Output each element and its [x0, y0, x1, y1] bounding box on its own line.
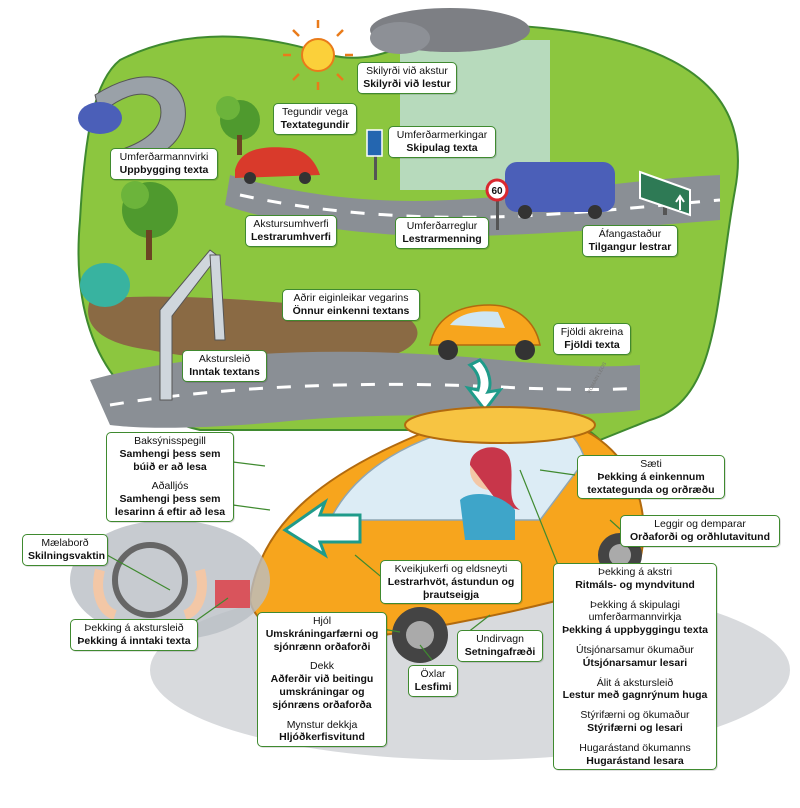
label-reading-term: Tilgangur lestrar: [588, 240, 672, 253]
label-road-term: Kveikjukerfi og eldsneyti: [394, 563, 508, 575]
speed-sign-icon: 60: [485, 178, 509, 230]
label-road-term: Hugarástand ökumanns: [579, 741, 691, 754]
label-road-term: Áfangastaður: [598, 228, 662, 240]
driver-icon: [460, 447, 520, 540]
orange-car-icon: [429, 304, 541, 360]
speed-sign-value: 60: [491, 186, 503, 197]
label-road-term: Mælaborð: [41, 537, 89, 549]
label-road-term: Dekk: [310, 660, 334, 673]
label-umfreglur: Umferðarreglur Lestrarmenning: [395, 217, 489, 249]
label-reading-term: Lestrarhvöt, ástundun og þrautseigja: [387, 575, 515, 601]
label-reading-term: Útsjónarsamur lesari: [582, 656, 688, 669]
label-reading-term: Lestur með gagnrýnum huga: [562, 689, 708, 702]
sun-icon: [283, 20, 353, 90]
label-road-term: Tegundir vega: [282, 106, 348, 118]
label-road-term: Akstursumhverfi: [253, 218, 329, 230]
label-reading-term: Þekking á inntaki texta: [77, 634, 191, 647]
label-akstursleid: Akstursleið Inntak textans: [182, 350, 267, 382]
label-mannvirki: Umferðarmannvirki Uppbygging texta: [110, 148, 218, 180]
label-reading-term: Önnur einkenni textans: [292, 304, 410, 317]
label-road-term: Sæti: [640, 458, 662, 470]
label-akstri: Þekking á akstri Ritmáls- og myndvitund …: [553, 563, 717, 771]
label-road-term: Leggir og demparar: [654, 518, 746, 530]
label-leggir: Leggir og demparar Orðaforði og orðhluta…: [620, 515, 780, 547]
label-reading-term: Hugarástand lesara: [586, 754, 684, 767]
label-reading-term: Þekking á einkennum textategunda og orðr…: [587, 470, 715, 496]
label-kveikjukerfi: Kveikjukerfi og eldsneyti Lestrarhvöt, á…: [380, 560, 522, 605]
label-afangastadur: Áfangastaður Tilgangur lestrar: [582, 225, 678, 257]
tree-icon: [216, 96, 260, 155]
label-reading-term: Hljóðkerfisvitund: [279, 731, 365, 744]
down-arrow-icon: [464, 358, 504, 413]
label-road-term: Hjól: [312, 615, 332, 627]
label-reading-term: Umskráningarfærni og sjónrænn orðaforði: [265, 627, 379, 653]
label-road-term: Akstursleið: [198, 353, 251, 365]
label-reading-term: Orðaforði og orðhlutavitund: [630, 530, 770, 543]
label-reading-term: Stýrifærni og lesari: [587, 721, 683, 734]
label-hjol: Hjól Umskráningarfærni og sjónrænn orðaf…: [257, 612, 387, 748]
label-maelabord: Mælaborð Skilningsvaktin: [22, 534, 108, 566]
label-road-term: Umferðarmannvirki: [119, 151, 209, 163]
label-reading-term: Þekking á uppbyggingu texta: [562, 624, 708, 637]
label-reading-term: Aðferðir við beitingu umskráningar og sj…: [270, 673, 374, 711]
label-reading-term: Uppbygging texta: [119, 163, 209, 176]
label-reading-term: Skilningsvaktin: [28, 549, 106, 562]
label-reading-term: Textategundir: [280, 118, 350, 131]
label-undirvagn: Undirvagn Setningafræði: [457, 630, 543, 662]
label-speglar: Baksýnisspegill Samhengi þess sem búið e…: [106, 432, 234, 522]
label-saeti: Sæti Þekking á einkennum textategunda og…: [577, 455, 725, 500]
label-road-term: Þekking á akstursleið: [84, 622, 184, 634]
label-reading-term: Setningafræði: [464, 645, 536, 658]
label-road-term: Útsjónarsamur ökumaður: [576, 643, 694, 656]
label-thekking-leid: Þekking á akstursleið Þekking á inntaki …: [70, 619, 198, 651]
destination-sign-icon: [639, 170, 691, 217]
label-road-term: Þekking á akstri: [597, 566, 673, 578]
label-reading-term: Samhengi þess sem lesarinn á eftir að le…: [114, 493, 226, 518]
left-arrow-icon: [282, 497, 362, 559]
label-reading-term: Skipulag texta: [406, 141, 478, 154]
label-oxlar: Öxlar Lesfimi: [408, 665, 458, 697]
label-road-term: Álit á akstursleið: [596, 676, 674, 689]
label-reading-term: Ritmáls- og myndvitund: [575, 578, 695, 591]
label-umfmerki: Umferðarmerkingar Skipulag texta: [388, 126, 496, 158]
label-reading-term: Samhengi þess sem búið er að lesa: [119, 447, 221, 473]
blue-car-icon: [78, 102, 122, 134]
label-road-term: Fjöldi akreina: [560, 326, 624, 338]
label-reading-term: Lestrarumhverfi: [251, 230, 331, 243]
label-reading-term: Skilyrði við lestur: [363, 77, 451, 90]
label-eiginleikar: Aðrir eiginleikar vegarins Önnur einkenn…: [282, 289, 420, 321]
road-sign-icon: [366, 129, 383, 180]
label-reading-term: Lestrarmenning: [402, 232, 482, 245]
label-road-term: Umferðarreglur: [406, 220, 478, 232]
label-road-term: Aðalljós: [151, 480, 189, 493]
blue-van-icon: [505, 162, 615, 219]
red-car-icon: [235, 147, 320, 184]
label-reading-term: Lesfimi: [414, 680, 452, 693]
label-road-term: Baksýnisspegill: [134, 435, 206, 447]
label-road-term: Umferðarmerkingar: [396, 129, 488, 141]
label-skilyrdi: Skilyrði við akstur Skilyrði við lestur: [357, 62, 457, 94]
label-road-term: Aðrir eiginleikar vegarins: [293, 292, 409, 304]
label-akstursumhverfi: Akstursumhverfi Lestrarumhverfi: [245, 215, 337, 247]
label-road-term: Stýrifærni og ökumaður: [580, 709, 690, 722]
label-road-term: Þekking á skipulagi umferðarmannvirkja: [588, 598, 682, 624]
label-reading-term: Fjöldi texta: [564, 338, 620, 351]
label-tegundir: Tegundir vega Textategundir: [273, 103, 357, 135]
gantry-icon: [159, 249, 226, 401]
label-road-term: Undirvagn: [476, 633, 524, 645]
label-reading-term: Inntak textans: [189, 365, 260, 378]
big-car-icon: [248, 406, 645, 663]
teal-car-icon: [80, 263, 130, 307]
dashboard-inset: [70, 520, 270, 640]
label-akreina: Fjöldi akreina Fjöldi texta: [553, 323, 631, 355]
tree-icon: [121, 181, 178, 260]
label-road-term: Skilyrði við akstur: [366, 65, 448, 77]
label-road-term: Öxlar: [420, 668, 446, 680]
label-road-term: Mynstur dekkja: [286, 718, 358, 731]
